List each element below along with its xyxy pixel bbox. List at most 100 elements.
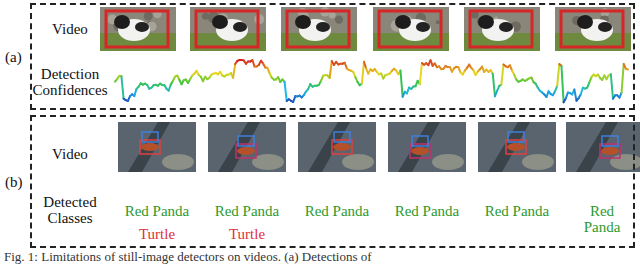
frame-rock — [436, 20, 440, 24]
curve-segment — [622, 64, 624, 93]
frame-floor — [610, 154, 640, 170]
row-label: Detection Confidences — [15, 66, 125, 98]
frame-rock — [329, 12, 336, 19]
detection-box — [238, 136, 254, 146]
video-frame — [190, 7, 266, 51]
frame-floor — [162, 154, 194, 170]
frame-floor — [522, 154, 554, 170]
dashed-panel: (a) — [30, 3, 635, 110]
frame-ground — [190, 7, 266, 51]
curve-segment — [557, 64, 559, 86]
row-label: Video — [25, 21, 115, 37]
cat-patch — [499, 22, 513, 32]
frame-rock — [335, 15, 343, 23]
figure-caption: Fig. 1: Limitations of still-image detec… — [4, 249, 372, 265]
class-name: Red Panda — [294, 203, 380, 219]
curve-segment — [400, 71, 402, 97]
video-frame — [118, 122, 196, 172]
curve-segment — [420, 63, 422, 84]
cat-patch — [135, 22, 149, 32]
frame-ground — [298, 122, 376, 172]
video-frame — [281, 7, 357, 51]
curve-segment — [626, 68, 628, 71]
curve-segment — [233, 64, 235, 78]
cat-head — [478, 15, 494, 29]
frame-ground — [478, 122, 556, 172]
class-name: Turtle — [204, 226, 290, 242]
cat-head — [114, 15, 130, 29]
frame-ground — [388, 122, 466, 172]
curve-segment — [362, 62, 364, 84]
panel-label: (b) — [5, 173, 23, 190]
row-label: Video — [25, 146, 115, 162]
curve-segment — [581, 88, 583, 95]
frame-floor — [342, 154, 374, 170]
detection-box — [379, 11, 441, 47]
dashed-panel: (b) — [30, 115, 635, 248]
class-name: Red Panda — [570, 203, 634, 235]
detection-box — [106, 11, 168, 47]
video-frame — [388, 122, 466, 172]
frame-rock — [144, 12, 153, 21]
cat-patch — [233, 22, 247, 32]
frame-rock — [202, 13, 209, 20]
video-frame — [298, 122, 376, 172]
frame-ground — [464, 7, 540, 51]
curve-segment — [252, 60, 254, 66]
confidence-curve — [115, 60, 628, 102]
curve-segment — [561, 66, 563, 102]
video-frame — [208, 122, 286, 172]
detection-box — [196, 11, 258, 47]
class-name: Red Panda — [204, 203, 290, 219]
cat-head — [577, 15, 593, 29]
curve-segment — [574, 89, 576, 100]
cat-patch — [316, 22, 330, 32]
video-frame — [464, 7, 540, 51]
class-name: Red Panda — [384, 203, 470, 219]
red-panda — [601, 147, 619, 155]
red-panda — [411, 147, 429, 155]
class-name: Red Panda — [114, 203, 200, 219]
cat-patch — [598, 22, 612, 32]
cat-head — [212, 15, 228, 29]
curve-segment — [364, 62, 366, 69]
curve-segment — [134, 89, 136, 96]
frame-ground — [373, 7, 449, 51]
red-panda — [141, 143, 159, 151]
frame-ground — [208, 122, 286, 172]
curve-segment — [285, 82, 287, 101]
video-frame — [478, 122, 556, 172]
video-frame — [566, 122, 640, 172]
red-panda — [237, 147, 255, 155]
video-frame — [555, 7, 631, 51]
red-panda — [333, 143, 351, 151]
frame-ground — [566, 122, 640, 172]
detection-box — [470, 11, 532, 47]
frame-ground — [100, 7, 176, 51]
detection-box — [287, 11, 349, 47]
class-name: Turtle — [114, 226, 200, 242]
detection-box — [334, 132, 350, 142]
frame-floor — [252, 154, 284, 170]
class-name: Red Panda — [474, 203, 560, 219]
video-frame — [100, 7, 176, 51]
curve-segment — [121, 76, 123, 98]
row-label: Detected Classes — [25, 194, 115, 226]
frame-ground — [118, 122, 196, 172]
cat-head — [295, 15, 311, 29]
cat-patch — [416, 22, 430, 32]
frame-floor — [432, 154, 464, 170]
cat-head — [395, 15, 411, 29]
detection-box — [412, 136, 428, 146]
red-panda — [507, 143, 525, 151]
detection-box — [561, 11, 623, 47]
panel-label: (a) — [5, 48, 22, 65]
frame-ground — [281, 7, 357, 51]
video-frame — [373, 7, 449, 51]
curve-segment — [330, 61, 332, 78]
curve-segment — [501, 64, 503, 84]
detection-box — [508, 132, 524, 142]
detection-box — [602, 136, 618, 146]
